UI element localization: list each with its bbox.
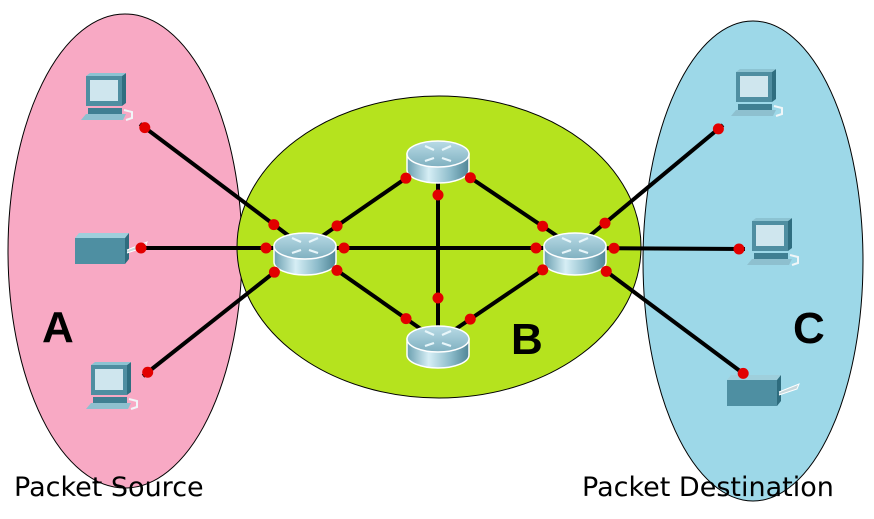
link-r-right-c-pc1 (573, 123, 725, 250)
computer-icon[interactable] (86, 362, 138, 410)
port-dot (268, 266, 280, 278)
computer-icon[interactable] (81, 73, 133, 121)
packet-destination-caption: Packet Destination (582, 472, 834, 503)
port-dot (608, 242, 620, 254)
port-dot (537, 264, 549, 276)
port-dot (400, 313, 412, 325)
router-icon[interactable] (406, 325, 470, 369)
port-dot (537, 220, 549, 232)
port-dot (135, 242, 147, 254)
port-dot (260, 242, 272, 254)
port-dot (331, 264, 343, 276)
port-dot (600, 265, 612, 277)
port-dot (400, 172, 412, 184)
zone-c-label: C (793, 304, 825, 353)
zone-b-label: B (511, 315, 543, 364)
zone-a-label: A (42, 303, 74, 352)
port-dot (432, 189, 444, 201)
packet-source-caption: Packet Source (14, 472, 204, 503)
port-dot (464, 313, 476, 325)
port-dot (142, 366, 154, 378)
router-icon[interactable] (406, 140, 470, 184)
port-dot (338, 242, 350, 254)
port-dot (599, 217, 611, 229)
router-icon[interactable] (543, 232, 607, 276)
port-dot (737, 367, 749, 379)
port-dot (530, 242, 542, 254)
port-dot (712, 123, 724, 135)
computer-icon[interactable] (731, 69, 783, 117)
port-dot (268, 219, 280, 231)
router-icon[interactable] (273, 232, 337, 276)
port-dot (733, 243, 745, 255)
port-dot (331, 220, 343, 232)
port-dot (464, 172, 476, 184)
port-dot (432, 292, 444, 304)
computer-icon[interactable] (747, 218, 799, 266)
port-dot (139, 122, 151, 134)
